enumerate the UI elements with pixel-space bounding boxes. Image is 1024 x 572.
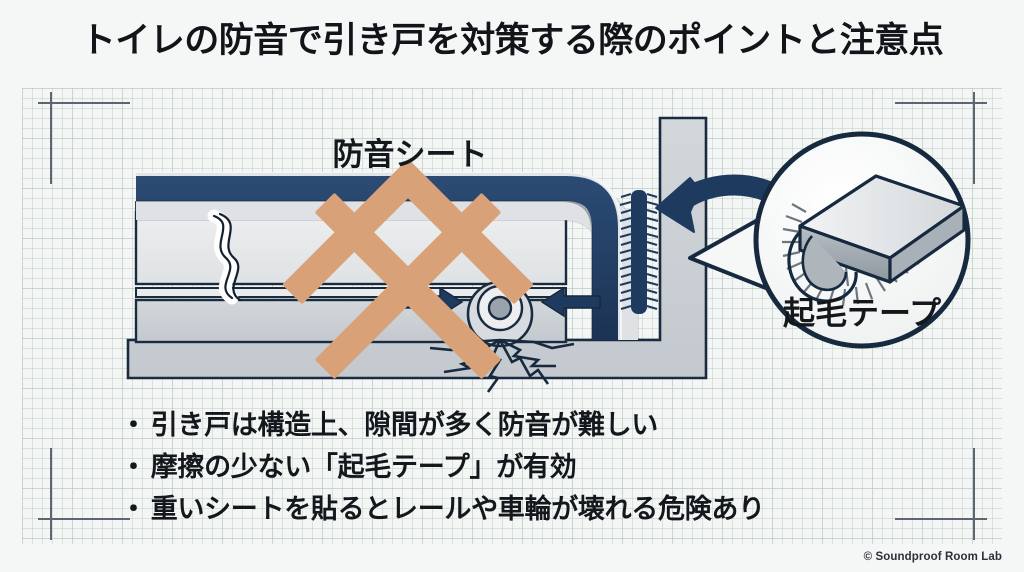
crop-mark-bottom-left-v (50, 448, 52, 540)
crop-mark-top-left-h (38, 102, 130, 104)
list-item: ・引き戸は構造上、隙間が多く防音が難しい (120, 404, 950, 446)
bullet-marker: ・ (120, 452, 147, 482)
bullet-marker: ・ (120, 410, 147, 440)
crop-mark-bottom-right-v (973, 448, 975, 540)
list-item: ・摩擦の少ない「起毛テープ」が有効 (120, 446, 950, 488)
crop-mark-top-left-v (50, 92, 52, 184)
crop-mark-bottom-right-h (895, 518, 987, 520)
crop-mark-top-right-v (973, 92, 975, 184)
crop-mark-bottom-left-h (38, 518, 130, 520)
bullet-marker: ・ (120, 494, 147, 524)
bullet-text: 摩擦の少ない「起毛テープ」が有効 (150, 452, 577, 482)
bullet-text: 重いシートを貼るとレールや車輪が壊れる危険あり (150, 494, 765, 524)
crop-mark-top-right-h (895, 102, 987, 104)
footer-credit: © Soundproof Room Lab (863, 551, 1002, 563)
bullet-text: 引き戸は構造上、隙間が多く防音が難しい (150, 410, 659, 440)
page-title: トイレの防音で引き戸を対策する際のポイントと注意点 (80, 21, 944, 60)
list-item: ・重いシートを貼るとレールや車輪が壊れる危険あり (120, 488, 950, 530)
key-points-list: ・引き戸は構造上、隙間が多く防音が難しい ・摩擦の少ない「起毛テープ」が有効 ・… (120, 404, 950, 530)
